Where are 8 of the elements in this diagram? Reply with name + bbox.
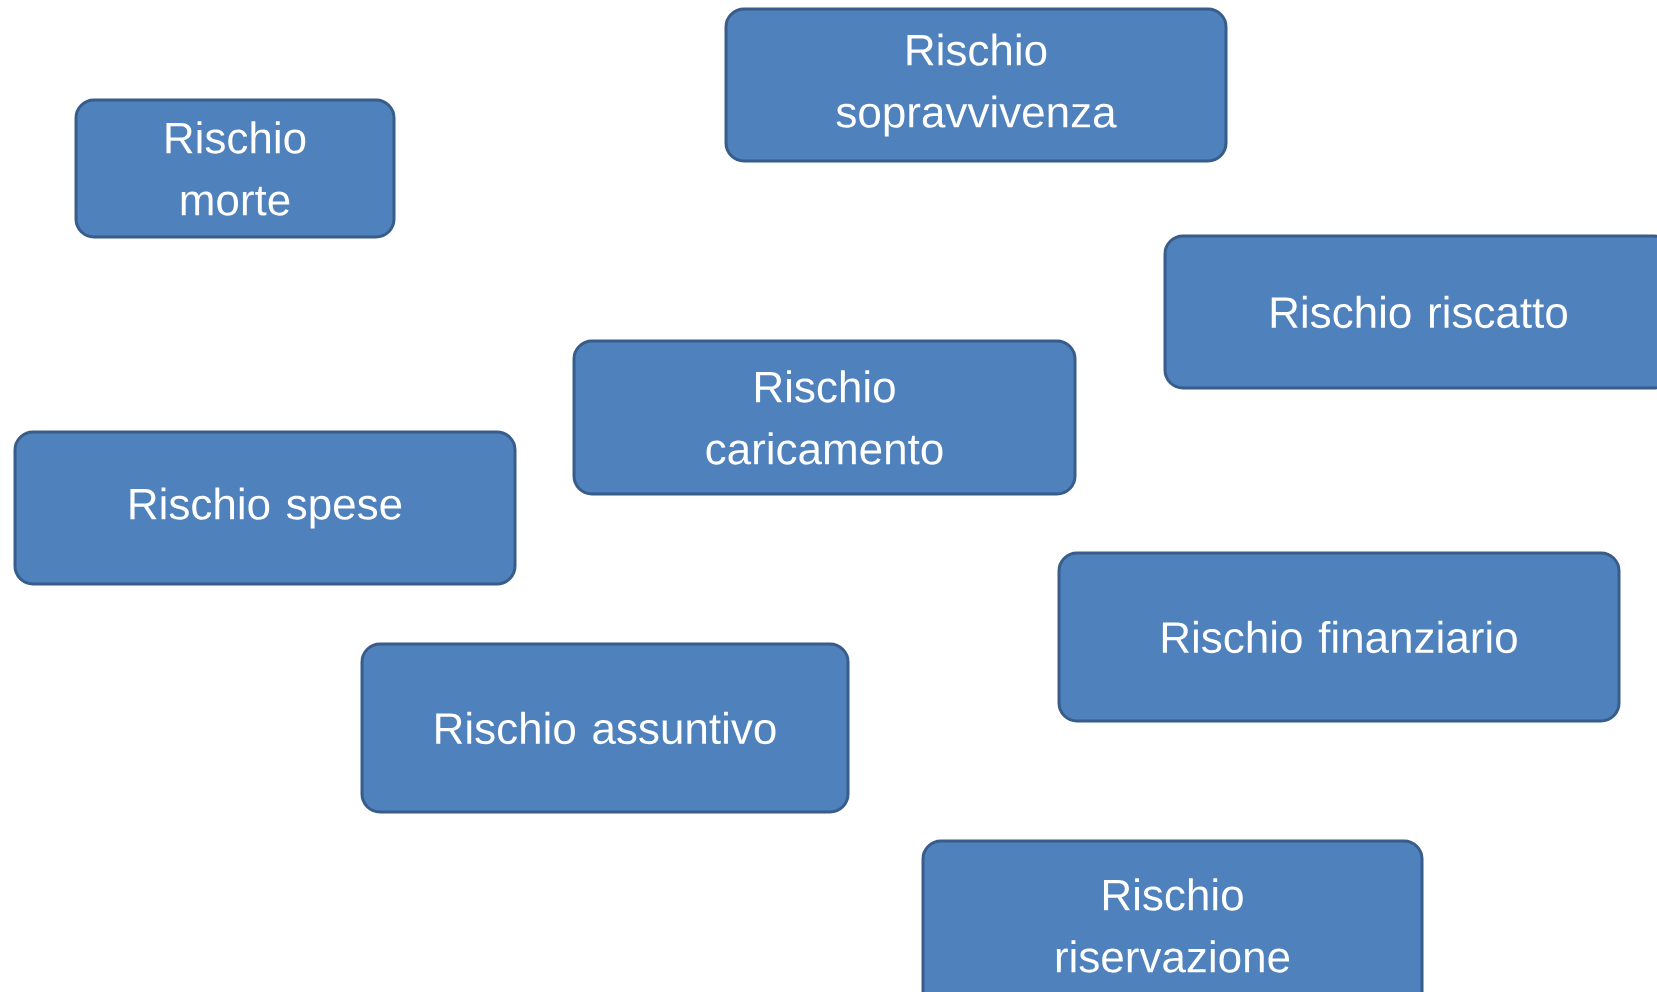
process-box: Rischio sopravvivenza — [724, 7, 1228, 163]
process-box: Rischio riservazione — [921, 839, 1424, 992]
process-box: Rischio riscatto — [1163, 234, 1657, 390]
process-box: Rischio morte — [74, 98, 396, 239]
process-box: Rischio assuntivo — [360, 642, 850, 814]
process-box: Rischio finanziario — [1057, 551, 1621, 723]
process-box: Rischio spese — [13, 430, 517, 586]
process-box: Rischio caricamento — [572, 339, 1077, 496]
